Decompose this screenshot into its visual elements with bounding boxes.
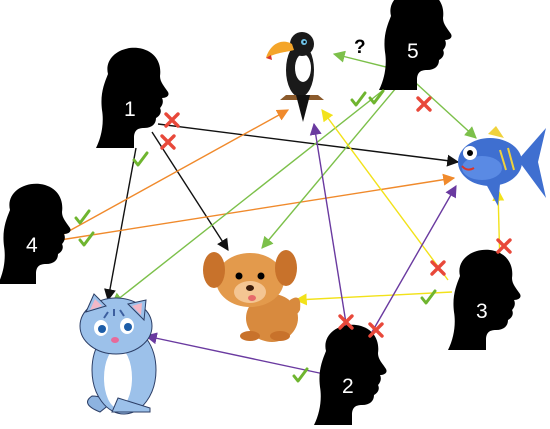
- check-icon: [368, 89, 385, 105]
- person-label: 3: [476, 300, 488, 323]
- person-2: 2: [314, 324, 387, 425]
- check-icon: [350, 91, 367, 107]
- person-label: 1: [124, 98, 136, 121]
- unknown-marker: ?: [354, 37, 366, 58]
- arrow-person-4-to-fish: [59, 173, 456, 241]
- cross-icon: [496, 238, 512, 254]
- check-icon: [292, 367, 309, 383]
- cross-icon: [416, 96, 432, 112]
- dog-icon: [203, 250, 301, 342]
- person-silhouette-icon: [314, 324, 387, 425]
- person-silhouette-icon: [379, 0, 452, 90]
- toucan-icon: [266, 32, 324, 122]
- arrow-person-5-to-cat: [111, 87, 387, 305]
- cat-icon: [79, 293, 157, 415]
- relation-marks: [74, 89, 512, 383]
- person-silhouette-icon: [0, 183, 71, 284]
- check-icon: [420, 289, 437, 305]
- check-icon: [78, 231, 95, 247]
- arrow-person-2-to-fish: [363, 184, 457, 347]
- person-silhouette-icon: [448, 249, 521, 350]
- person-label: 4: [26, 234, 38, 257]
- fish-icon: [458, 126, 546, 206]
- arrow-person-4-to-toucan: [59, 109, 290, 237]
- person-label: 5: [407, 40, 419, 63]
- arrow-person-5-to-dog: [261, 87, 397, 249]
- person-silhouette-icon: [96, 47, 169, 148]
- person-4: 4: [0, 183, 71, 284]
- person-5: 5: [379, 0, 452, 90]
- person-label: 2: [342, 375, 354, 398]
- cross-icon: [338, 314, 354, 330]
- arrow-person-3-to-toucan: [321, 109, 449, 281]
- arrow-person-1-to-cat: [104, 147, 137, 302]
- arrow-person-5-to-fish: [405, 73, 477, 139]
- cross-icon: [430, 260, 446, 276]
- cross-icon: [160, 134, 176, 150]
- person-3: 3: [448, 249, 521, 350]
- arrow-person-2-to-toucan: [309, 122, 351, 349]
- check-icon: [74, 209, 91, 225]
- arrow-person-3-to-dog: [294, 291, 453, 306]
- arrow-person-1-to-fish: [157, 123, 460, 167]
- check-icon: [132, 151, 149, 167]
- arrow-person-1-to-dog: [151, 131, 229, 252]
- arrow-person-2-to-cat: [144, 332, 325, 375]
- person-1: 1: [96, 47, 169, 148]
- cross-icon: [164, 112, 180, 128]
- cross-icon: [368, 322, 384, 338]
